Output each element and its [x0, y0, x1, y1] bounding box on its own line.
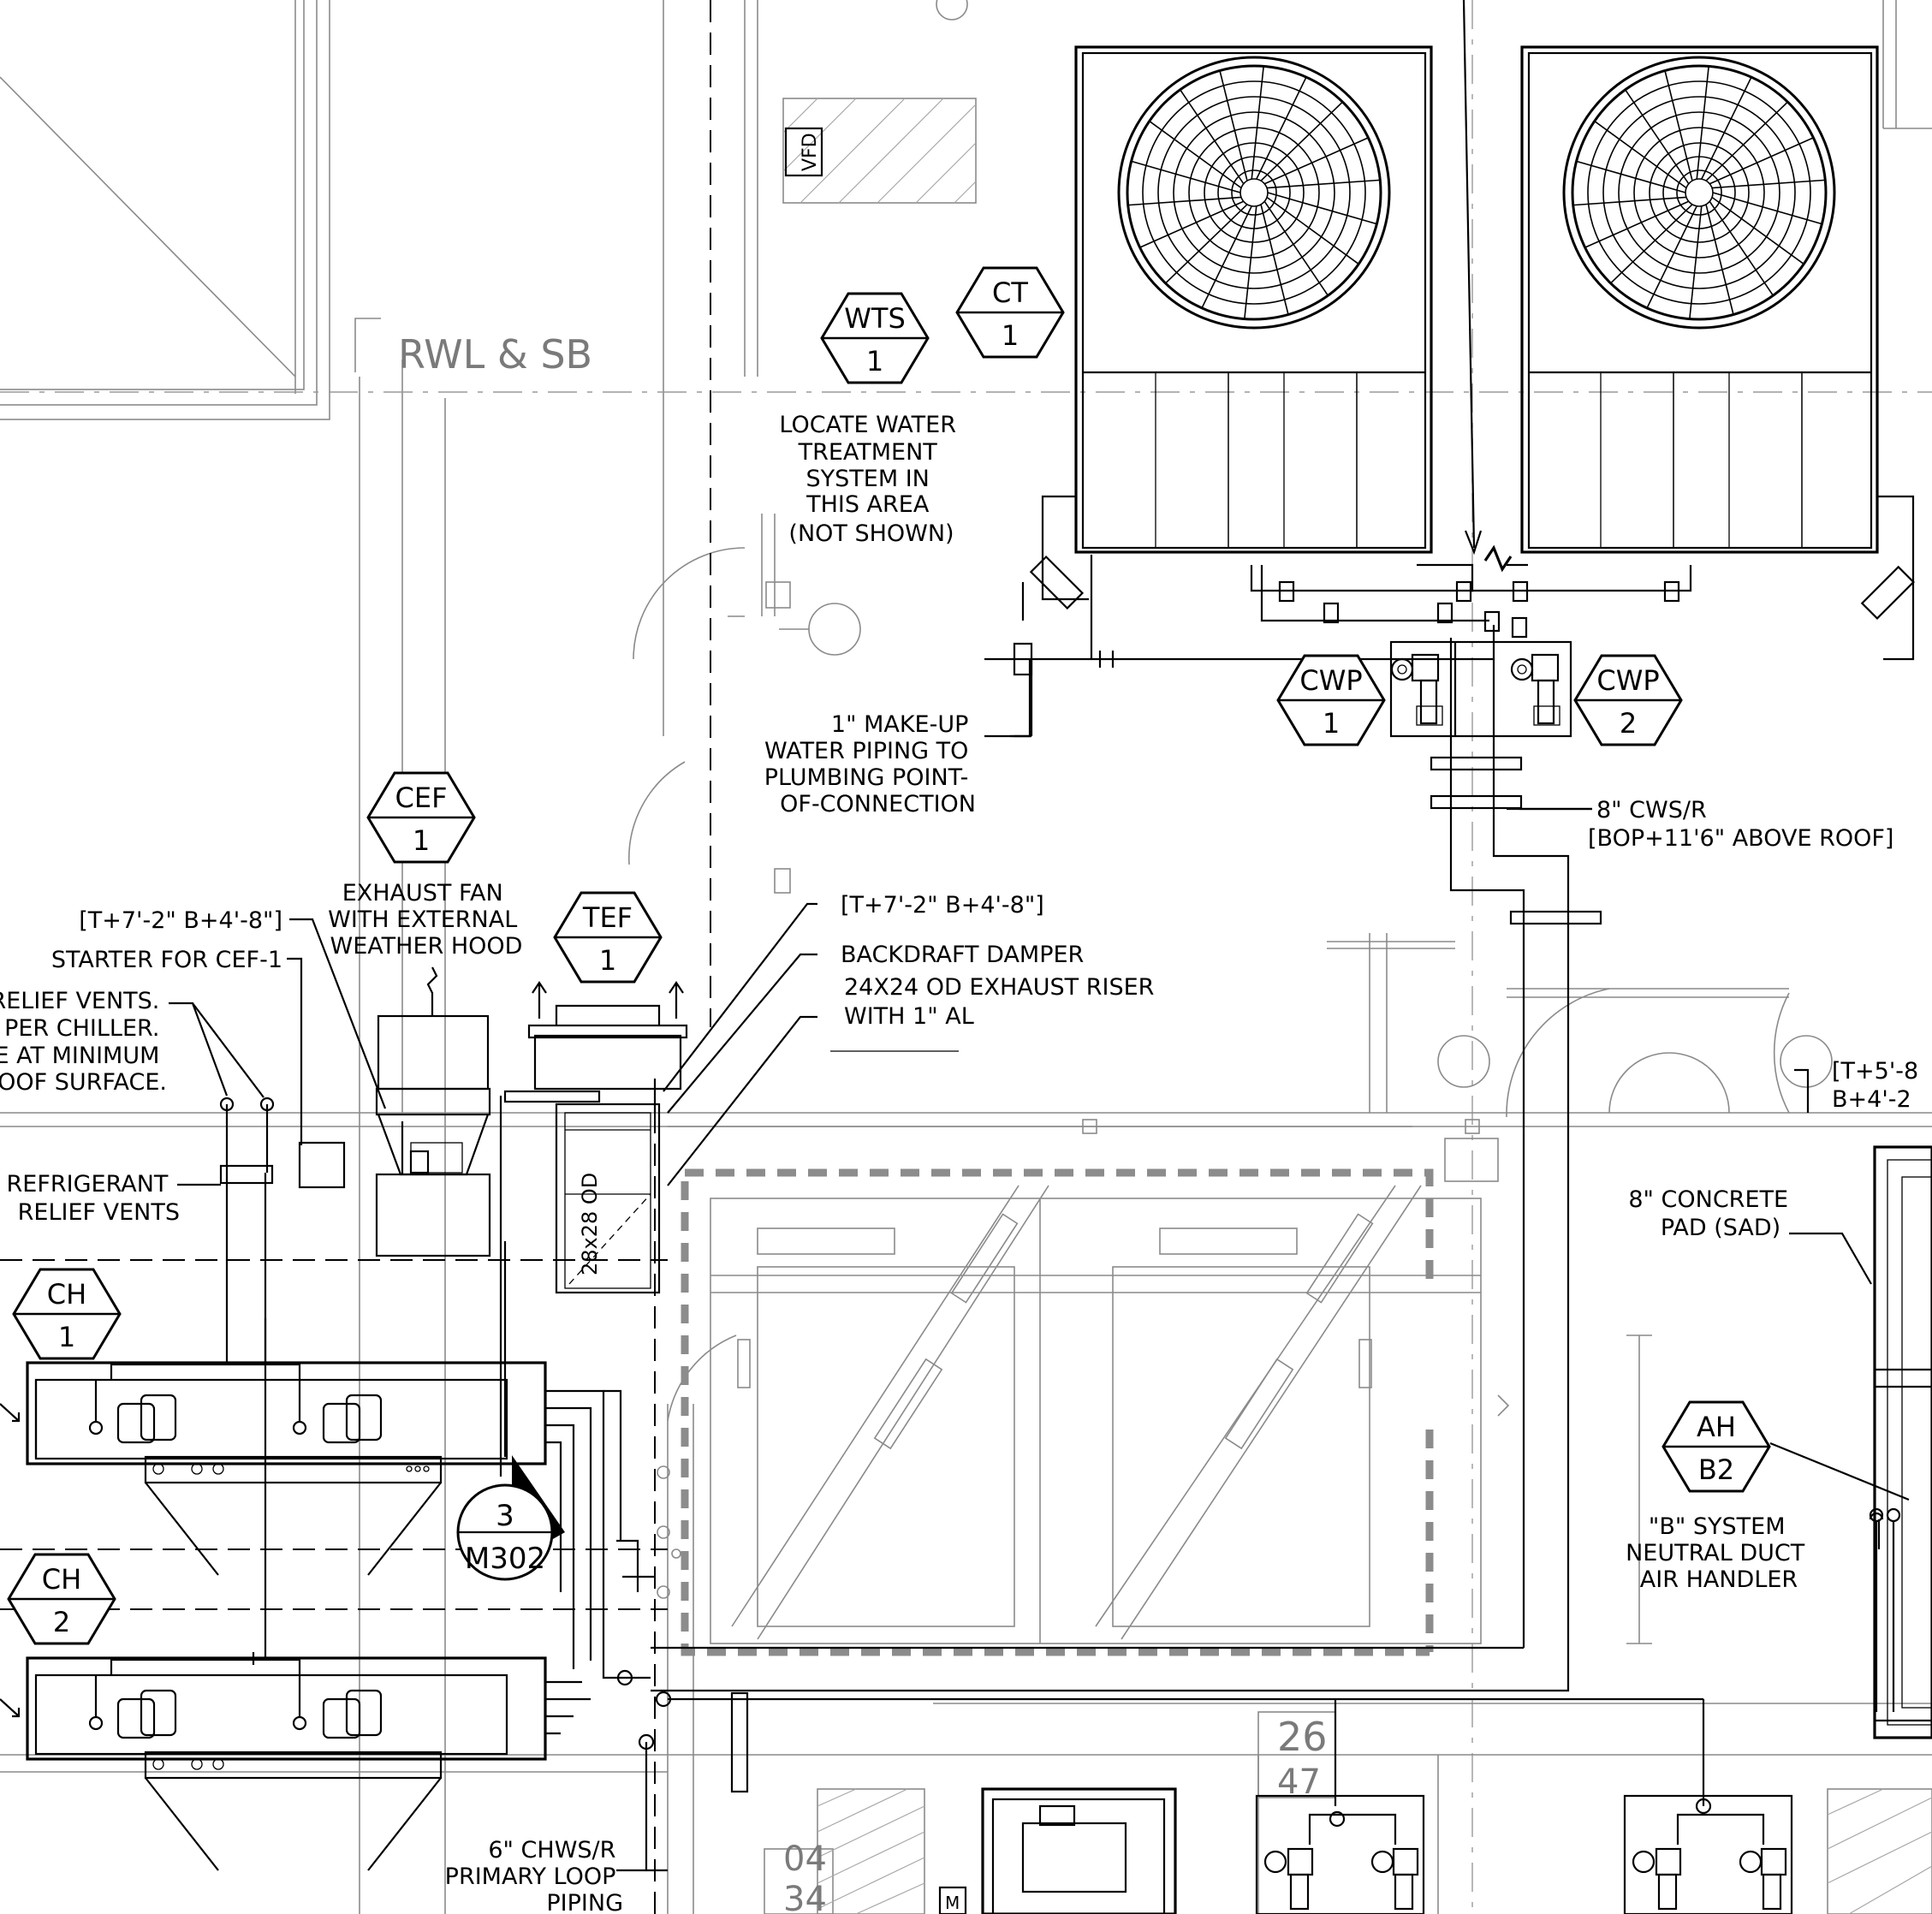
room-number-34: 34: [783, 1880, 827, 1914]
vfd-label: VFD: [800, 133, 821, 171]
tag-ct-number: 1: [1002, 319, 1019, 352]
condenser-water-piping: [651, 0, 1915, 1692]
riser-note: 24X24 OD EXHAUST RISER WITH 1" AL: [844, 974, 1162, 1030]
tag-ct: CT 1: [955, 266, 1065, 359]
cef-elevation: [T+7'-2" B+4'-8"]: [79, 907, 282, 934]
starter-box: [298, 1141, 346, 1189]
relief-vents-note: RELIEF VENTS. PER CHILLER. E AT MINIMUM …: [0, 988, 167, 1096]
chws-r-note: 6" CHWS/R PRIMARY LOOP PIPING: [445, 1837, 623, 1914]
tag-wts-number: 1: [866, 345, 883, 377]
chilled-water-piping: [503, 1079, 1705, 1872]
room-number-26: 26: [1277, 1714, 1328, 1760]
air-handler-b2: [1869, 1145, 1932, 1739]
pump-cwp1: [1390, 653, 1443, 726]
cooling-tower-fan-1: [1117, 56, 1391, 330]
relief-vent-box: [219, 1164, 274, 1185]
tag-wts-type: WTS: [844, 302, 906, 335]
tag-cwp2-type: CWP: [1596, 664, 1659, 697]
room-number-04: 04: [783, 1840, 827, 1879]
room-number-47: 47: [1277, 1762, 1321, 1802]
cws-r-note: 8" CWS/R [BOP+11'6" ABOVE ROOF]: [1588, 797, 1893, 852]
tag-ch2: CH 2: [7, 1553, 116, 1645]
chiller-ch1: [0, 1318, 547, 1576]
tag-cwp2: CWP 2: [1573, 654, 1683, 746]
tag-cwp1-type: CWP: [1299, 664, 1362, 697]
hatched-wall-right: [1827, 1788, 1932, 1914]
chiller-ch2: [0, 1173, 547, 1871]
locate-water-note: LOCATE WATER TREATMENT SYSTEM IN THIS AR…: [779, 412, 963, 547]
exhaust-fan-tef1: [499, 981, 688, 1477]
lower-pump-skid-2: [1623, 1794, 1793, 1914]
cooling-tower-2: [1520, 45, 1879, 554]
tag-tef-type: TEF: [582, 901, 633, 934]
tag-cwp1: CWP 1: [1276, 654, 1386, 746]
vfd-hatch-box: [782, 98, 977, 204]
lower-pump-skid-1: [1255, 1794, 1425, 1914]
tag-cwp1-number: 1: [1323, 707, 1340, 740]
cooling-tower-1: [1074, 45, 1433, 554]
tag-tef-number: 1: [599, 944, 616, 977]
tag-ahb2: AH B2: [1662, 1400, 1771, 1493]
tag-cef-type: CEF: [395, 782, 448, 814]
mark-m: M: [945, 1893, 960, 1913]
refrigerant-note: " REFRIGERANT RELIEF VENTS: [0, 1171, 180, 1226]
pump-cwp2: [1510, 653, 1560, 726]
rwl-label: RWL & SB: [398, 331, 592, 377]
electrical-cabinet: [981, 1787, 1177, 1914]
starter-note: STARTER FOR CEF-1: [51, 947, 282, 973]
tag-wts: WTS 1: [820, 292, 930, 384]
tag-ahb2-type: AH: [1697, 1411, 1736, 1443]
annotations: RWL & SB VFD LOCATE WATER TREATMENT SYST…: [0, 127, 1926, 1914]
duct-size-label: 28x28 OD: [578, 1173, 602, 1275]
tef-elevation: [T+7'-2" B+4'-8"]: [841, 892, 1044, 918]
tag-ahb2-number: B2: [1698, 1453, 1734, 1486]
tag-ch2-number: 2: [53, 1606, 70, 1638]
concrete-pad-area: [657, 1168, 1652, 1656]
backdraft-damper-note: BACKDRAFT DAMPER: [841, 942, 1084, 968]
section-sheet: M302: [465, 1542, 545, 1576]
cooling-tower-fan-2: [1562, 56, 1836, 330]
tag-ch1: CH 1: [12, 1268, 122, 1360]
hatched-wall-left: [817, 1788, 925, 1914]
concrete-pad-note: 8" CONCRETE PAD (SAD): [1628, 1186, 1795, 1241]
tag-ct-type: CT: [992, 276, 1028, 309]
tag-cwp2-number: 2: [1620, 707, 1637, 740]
makeup-water-note: 1" MAKE-UP WATER PIPING TO PLUMBING POIN…: [764, 711, 976, 817]
tag-cef-number: 1: [413, 824, 430, 857]
section-number: 3: [496, 1499, 514, 1533]
tag-ch2-type: CH: [42, 1563, 81, 1596]
tag-ch1-number: 1: [58, 1321, 75, 1353]
exhaust-fan-cef1: [375, 966, 491, 1257]
b-system-note: "B" SYSTEM NEUTRAL DUCT AIR HANDLER: [1626, 1513, 1812, 1593]
tag-cef: CEF 1: [366, 771, 476, 864]
exhaust-fan-note: EXHAUST FAN WITH EXTERNAL WEATHER HOOD: [328, 880, 525, 960]
tag-ch1-type: CH: [47, 1278, 86, 1311]
right-elevation-note: [T+5'-8 B+4'-2: [1832, 1058, 1926, 1113]
tag-tef: TEF 1: [553, 891, 663, 984]
leader-lines: [169, 734, 1910, 1578]
